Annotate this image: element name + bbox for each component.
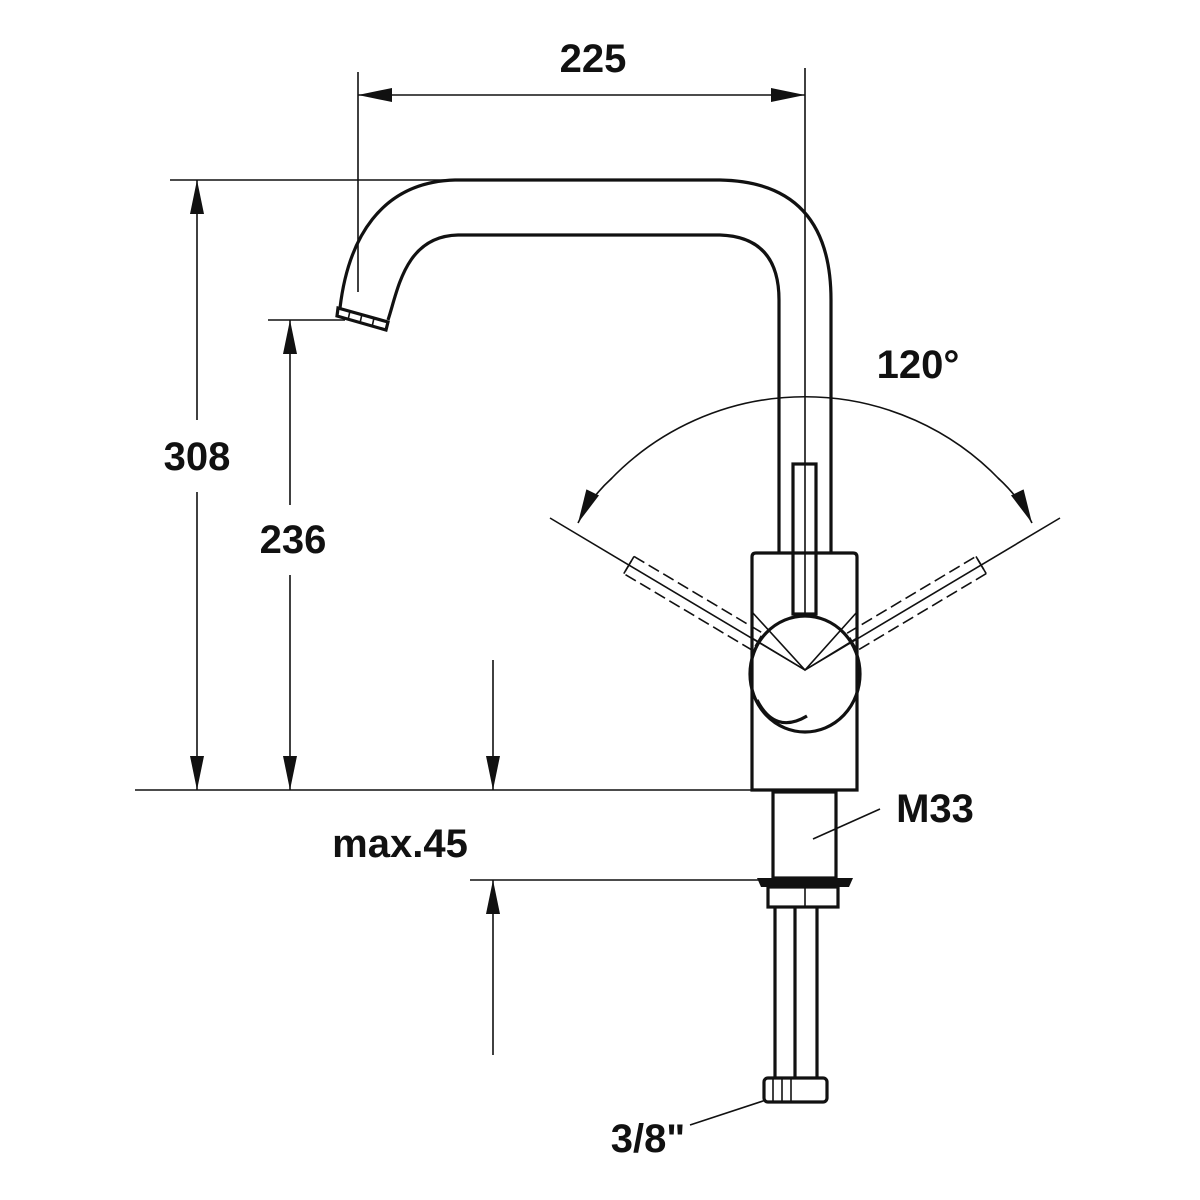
dimension-reach: 225 bbox=[357, 37, 806, 420]
angle-label: 120° bbox=[877, 343, 960, 387]
faucet-body bbox=[748, 420, 862, 792]
dimension-total-height: 308 bbox=[164, 179, 455, 790]
connection-label: 3/8" bbox=[611, 1117, 686, 1161]
outlet-height-label: 236 bbox=[260, 518, 327, 562]
mounting-shank bbox=[757, 790, 853, 1104]
spout bbox=[335, 178, 833, 553]
dimension-outlet-height: 236 bbox=[260, 319, 345, 790]
dimension-max-thickness: max.45 bbox=[332, 660, 760, 1055]
max-thickness-label: max.45 bbox=[332, 822, 468, 866]
thread-callout: M33 bbox=[812, 787, 974, 840]
connection-callout: 3/8" bbox=[611, 1099, 767, 1161]
reach-label: 225 bbox=[560, 37, 627, 81]
thread-label: M33 bbox=[896, 787, 974, 831]
total-height-label: 308 bbox=[164, 435, 231, 479]
